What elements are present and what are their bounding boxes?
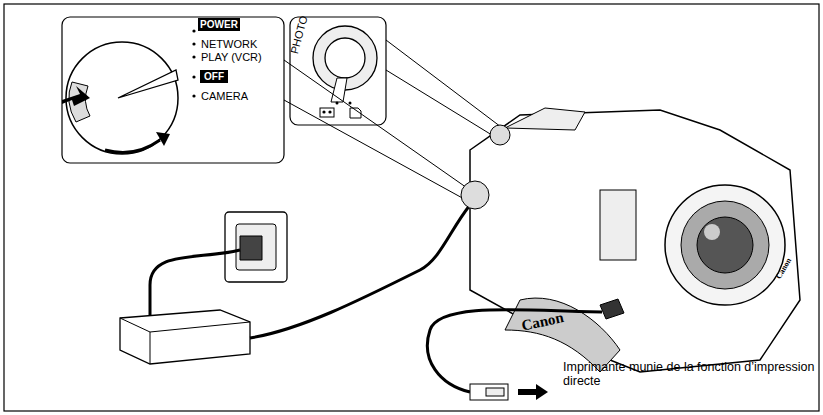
leader-line bbox=[386, 40, 505, 130]
dial-position: PLAY (VCR) bbox=[201, 51, 262, 64]
power-badge: POWER bbox=[198, 18, 240, 31]
turn-arrow bbox=[105, 140, 160, 152]
badge-text: OFF bbox=[204, 71, 224, 82]
side-panel bbox=[600, 190, 636, 260]
usb-plug bbox=[600, 299, 624, 319]
badge-text: POWER bbox=[200, 19, 238, 30]
inset-box bbox=[62, 17, 284, 163]
frame bbox=[4, 4, 819, 411]
dial-pointer bbox=[118, 70, 178, 98]
direction-arrow bbox=[518, 384, 548, 400]
lens bbox=[665, 185, 785, 305]
dc-cable bbox=[250, 205, 470, 338]
dial bbox=[461, 181, 489, 209]
leader-line bbox=[386, 70, 500, 140]
leader-line bbox=[284, 100, 466, 200]
ac-adapter bbox=[120, 310, 250, 364]
off-badge: OFF bbox=[200, 70, 228, 83]
camcorder-body bbox=[470, 110, 800, 372]
viewfinder bbox=[505, 108, 585, 130]
printer-note: Imprimante munie de la fonction d’impres… bbox=[563, 360, 818, 389]
dial-position: CAMERA bbox=[201, 90, 248, 103]
dial-position: NETWORK bbox=[201, 38, 257, 51]
wall-outlet bbox=[225, 212, 287, 282]
turn-arrowhead bbox=[156, 132, 170, 146]
leader-line bbox=[284, 60, 470, 190]
press-arrow bbox=[62, 86, 90, 106]
power-cord bbox=[150, 250, 240, 315]
ac-plug bbox=[240, 236, 262, 260]
tape-icon bbox=[320, 108, 334, 117]
usb-connector bbox=[470, 384, 508, 400]
